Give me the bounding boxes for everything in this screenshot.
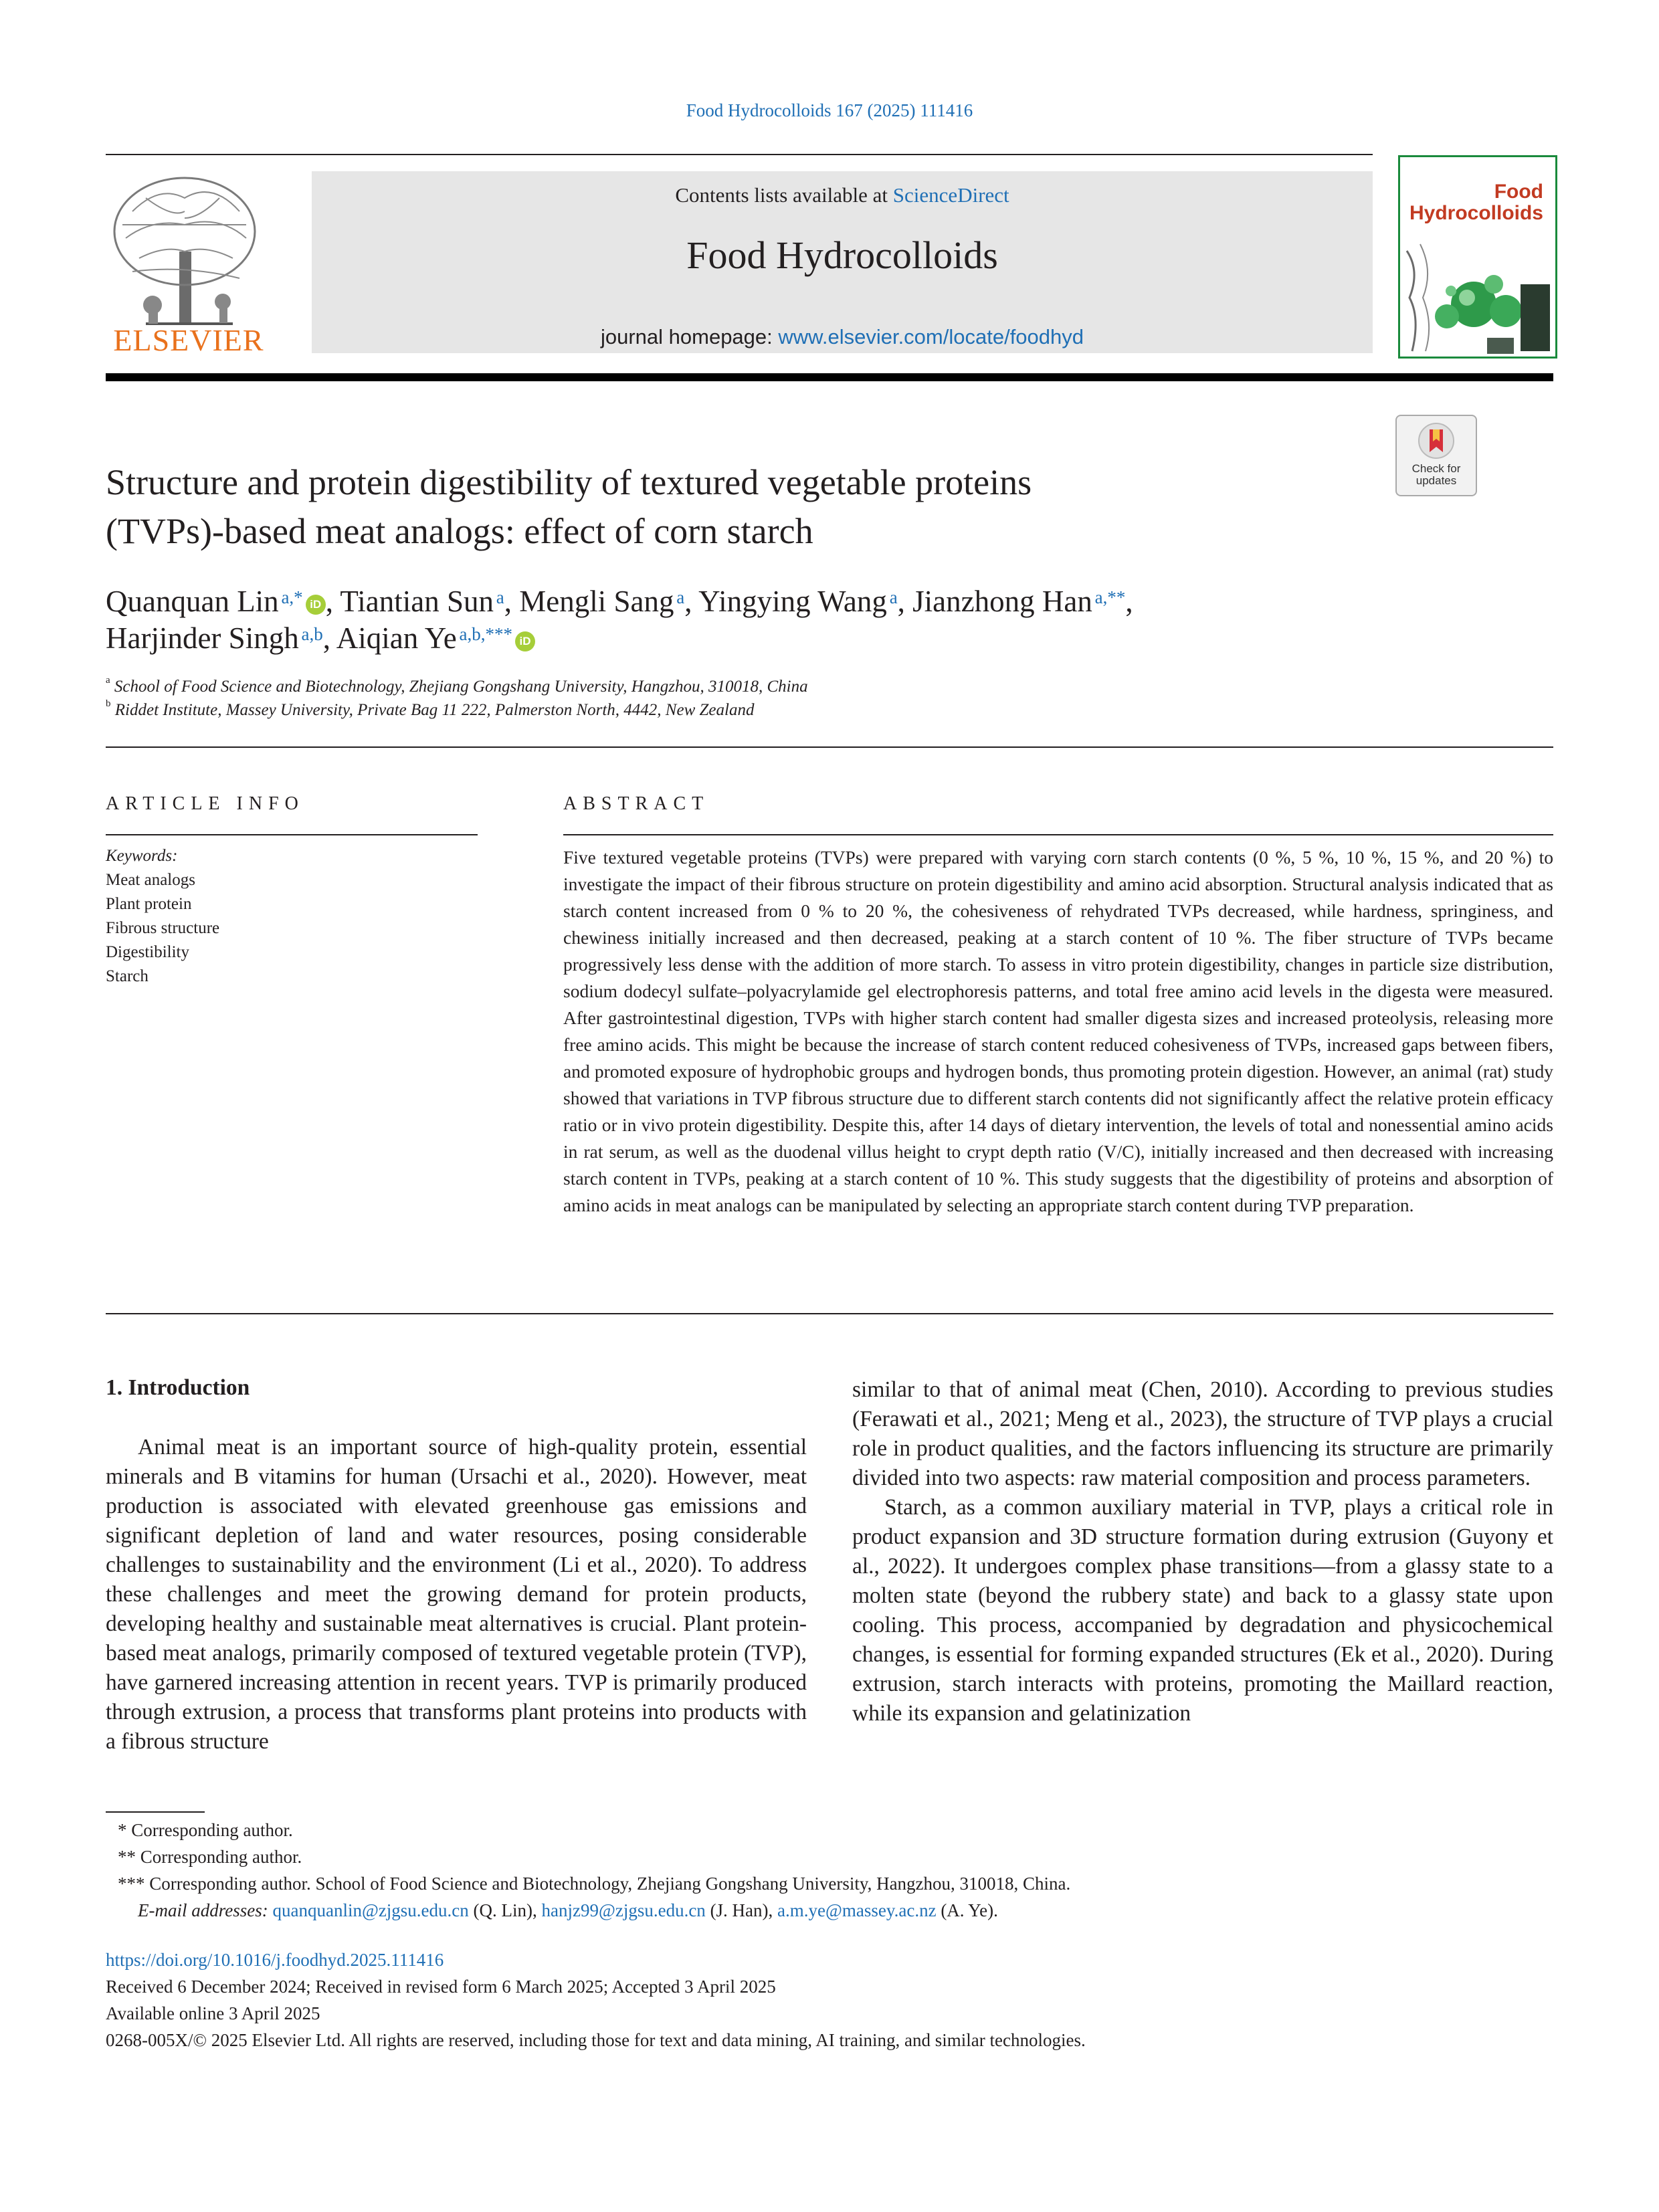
author[interactable]: Aiqian Ye a,b,*** [336, 621, 513, 655]
email-link[interactable]: a.m.ye@massey.ac.nz [777, 1900, 937, 1920]
keyword: Meat analogs [106, 871, 195, 889]
elsevier-tree-icon [113, 177, 256, 325]
doi-link[interactable]: https://doi.org/10.1016/j.foodhyd.2025.1… [106, 1950, 444, 1970]
check-for-updates-label: Check for updates [1411, 462, 1461, 487]
footnote-corresponding: * Corresponding author. [118, 1820, 293, 1840]
author[interactable]: Harjinder Singh a,b [106, 621, 323, 655]
email-link[interactable]: quanquanlin@zjgsu.edu.cn [272, 1900, 469, 1920]
abstract-rule [563, 834, 1553, 835]
keyword: Plant protein [106, 895, 192, 913]
body-right-column: similar to that of animal meat (Chen, 20… [852, 1375, 1553, 1728]
author[interactable]: Jianzhong Han a,** [912, 585, 1126, 618]
section-heading: 1. Introduction [106, 1375, 250, 1400]
footnote-emails: E-mail addresses: quanquanlin@zjgsu.edu.… [138, 1900, 998, 1920]
keyword: Fibrous structure [106, 919, 220, 937]
header-thick-rule [106, 373, 1553, 381]
author[interactable]: Yingying Wang a [698, 585, 898, 618]
journal-reference[interactable]: Food Hydrocolloids 167 (2025) 111416 [686, 100, 973, 120]
section-rule [106, 746, 1553, 748]
paragraph: Starch, as a common auxiliary material i… [852, 1495, 1553, 1726]
author[interactable]: Mengli Sang a [519, 585, 685, 618]
orcid-icon[interactable]: iD [515, 631, 536, 651]
cover-title: Food Hydrocolloids [1409, 181, 1543, 224]
keyword: Digestibility [106, 943, 189, 961]
check-for-updates-badge[interactable]: Check for updates [1395, 415, 1477, 496]
header-rule [106, 154, 1373, 155]
keywords-block: Keywords: Meat analogs Plant protein Fib… [106, 844, 480, 989]
sciencedirect-link[interactable]: ScienceDirect [892, 183, 1009, 207]
footnote-corresponding: ** Corresponding author. [118, 1847, 302, 1867]
abstract-text: Five textured vegetable proteins (TVPs) … [563, 847, 1553, 1215]
cover-art-icon [1405, 243, 1550, 354]
journal-homepage: journal homepage: www.elsevier.com/locat… [600, 325, 1084, 348]
footnote-corresponding: *** Corresponding author. School of Food… [118, 1874, 1071, 1894]
article-info-heading: ARTICLE INFO [106, 793, 304, 814]
orcid-icon[interactable]: iD [305, 594, 326, 615]
bookmark-icon [1418, 423, 1454, 459]
article-title: Structure and protein digestibility of t… [106, 462, 1032, 551]
affiliation: b Riddet Institute, Massey University, P… [106, 698, 755, 719]
email-link[interactable]: hanjz99@zjgsu.edu.cn [541, 1900, 706, 1920]
abstract-heading: ABSTRACT [563, 793, 710, 814]
paragraph: Animal meat is an important source of hi… [106, 1435, 807, 1754]
affiliation: a School of Food Science and Biotechnolo… [106, 675, 808, 696]
keyword: Starch [106, 967, 149, 985]
article-info-rule [106, 834, 478, 835]
homepage-link[interactable]: www.elsevier.com/locate/foodhyd [778, 325, 1084, 348]
author[interactable]: Tiantian Sun a [340, 585, 504, 618]
keywords-label: Keywords: [106, 847, 178, 865]
contents-available: Contents lists available at ScienceDirec… [675, 183, 1009, 207]
author-list: Quanquan Lin a,*iD, Tiantian Sun a, Meng… [106, 585, 1133, 655]
author[interactable]: Quanquan Lin a,* [106, 585, 303, 618]
available-online: Available online 3 April 2025 [106, 2003, 320, 2023]
paragraph: similar to that of animal meat (Chen, 20… [852, 1377, 1553, 1490]
elsevier-logo[interactable]: ELSEVIER [106, 171, 272, 361]
footnote-rule [106, 1811, 205, 1813]
received-dates: Received 6 December 2024; Received in re… [106, 1977, 776, 1997]
journal-title: Food Hydrocolloids [686, 233, 998, 277]
journal-cover[interactable]: Food Hydrocolloids [1398, 155, 1557, 359]
journal-banner: Contents lists available at ScienceDirec… [312, 171, 1373, 353]
elsevier-wordmark: ELSEVIER [113, 323, 264, 357]
body-left-column: Animal meat is an important source of hi… [106, 1433, 807, 1756]
copyright: 0268-005X/© 2025 Elsevier Ltd. All right… [106, 2030, 1086, 2050]
abstract-end-rule [106, 1313, 1553, 1314]
